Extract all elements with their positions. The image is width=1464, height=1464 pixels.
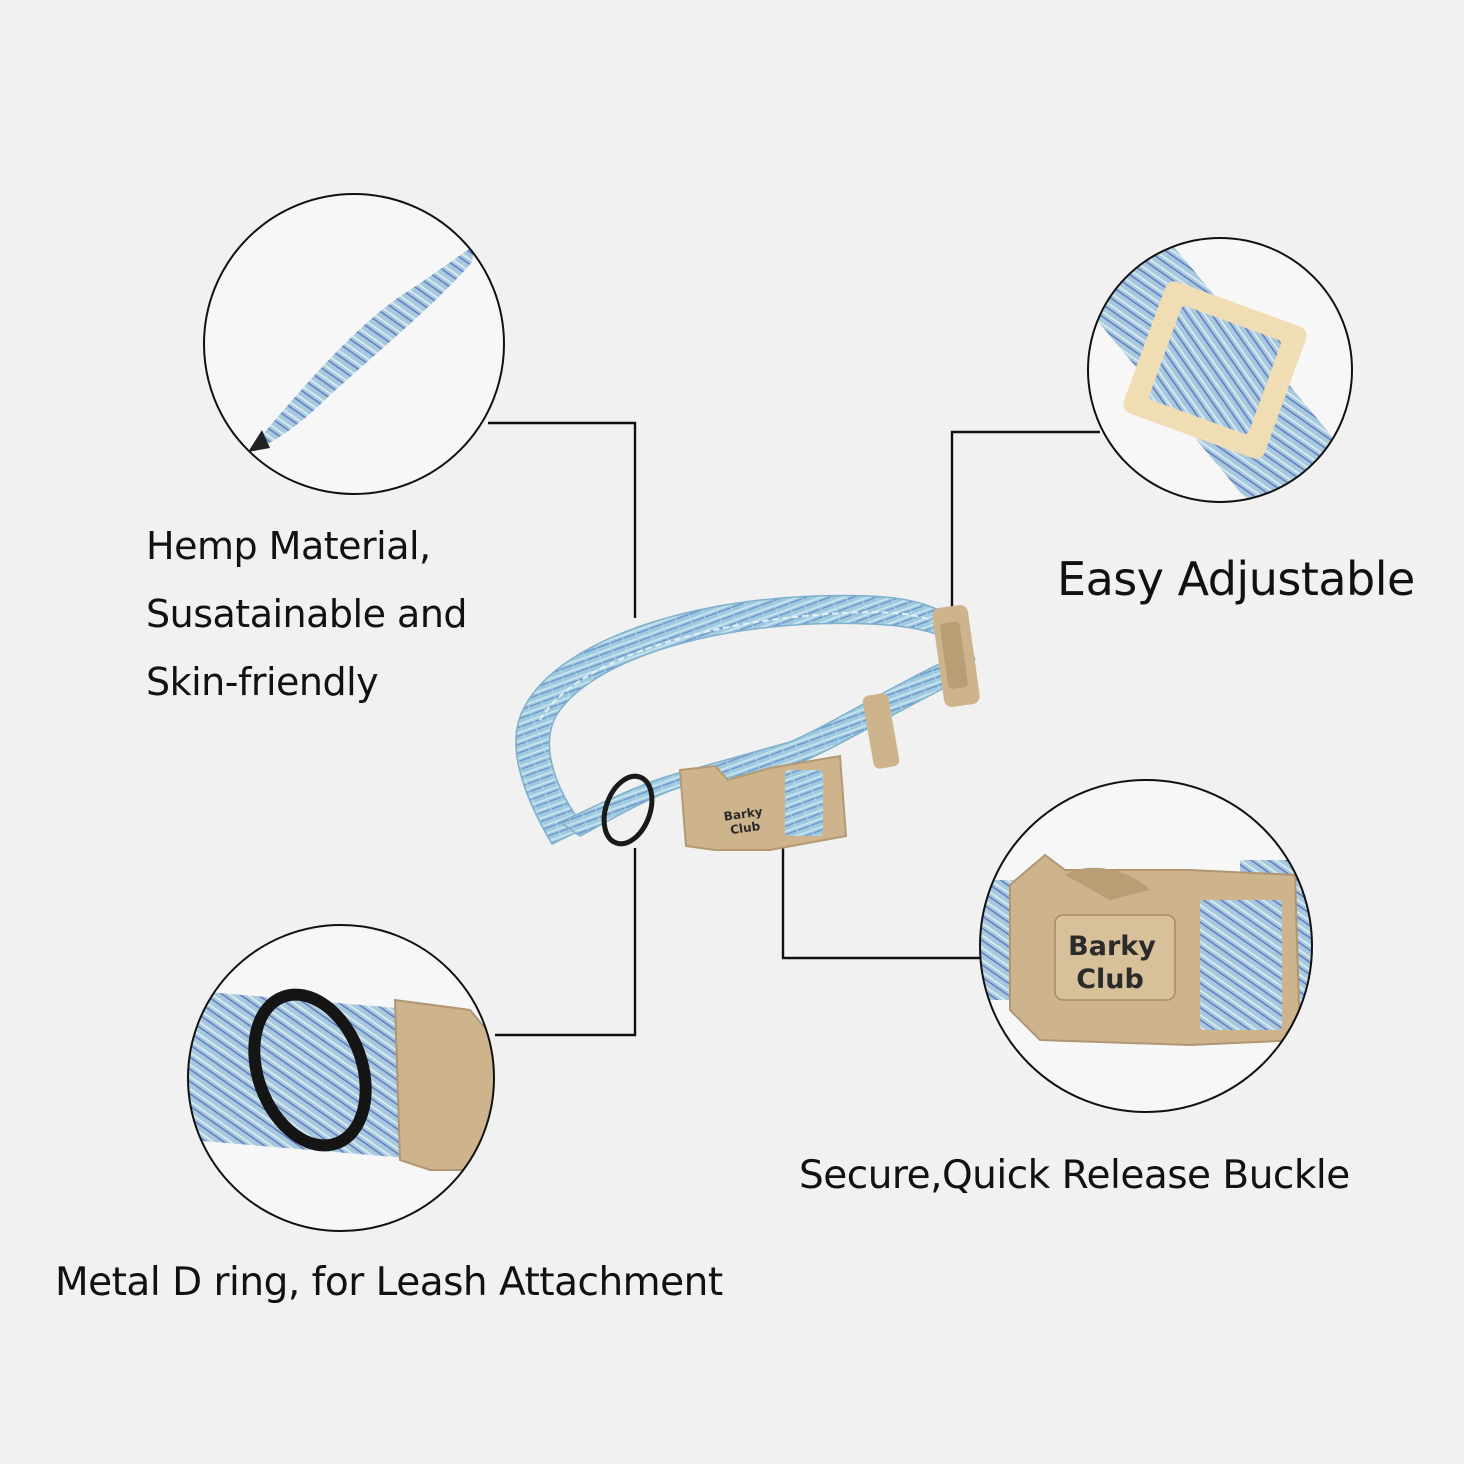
dring-callout-text: Metal D ring, for Leash Attachment [55,1260,723,1305]
collar-buckle-brand-line-1: Barky [723,804,764,823]
closeup-circle-material [203,193,505,495]
adjustable-callout-text: Easy Adjustable [1057,552,1415,606]
collar-d-ring [601,773,655,847]
closeup-circle-buckle: Barky Club [979,779,1313,1113]
quick-release-buckle-closeup-icon: Barky Club [980,853,1312,1047]
buckle-closeup-brand-line-2: Club [1076,964,1144,995]
closeup-circle-dring [187,924,495,1232]
closeup-circle-adjustable [1087,237,1353,503]
leader-line-material [488,421,637,618]
material-line-3: Skin-friendly [146,660,379,704]
material-line-1: Hemp Material, [146,524,431,568]
leader-line-dring [495,848,637,1037]
buckle-callout-text: Secure,Quick Release Buckle [799,1153,1350,1198]
collar-main: Barky Club [515,594,980,851]
leader-lines [488,421,1100,1037]
material-line-2: Susatainable and [146,592,468,636]
material-callout-text: Hemp Material, Susatainable and Skin-fri… [146,512,468,716]
collar-slider-large [932,605,980,707]
leader-line-buckle [781,842,980,960]
leader-line-adjustable [950,430,1100,610]
fabric-strap-closeup-icon [248,245,475,452]
d-ring-closeup-icon [188,988,494,1171]
collar-buckle: Barky Club [678,754,848,851]
slider-buckle-closeup-icon [1088,238,1352,502]
collar-keeper-loop [862,693,900,769]
collar-buckle-brand-line-2: Club [729,819,761,837]
buckle-closeup-brand-line-1: Barky [1068,931,1156,962]
